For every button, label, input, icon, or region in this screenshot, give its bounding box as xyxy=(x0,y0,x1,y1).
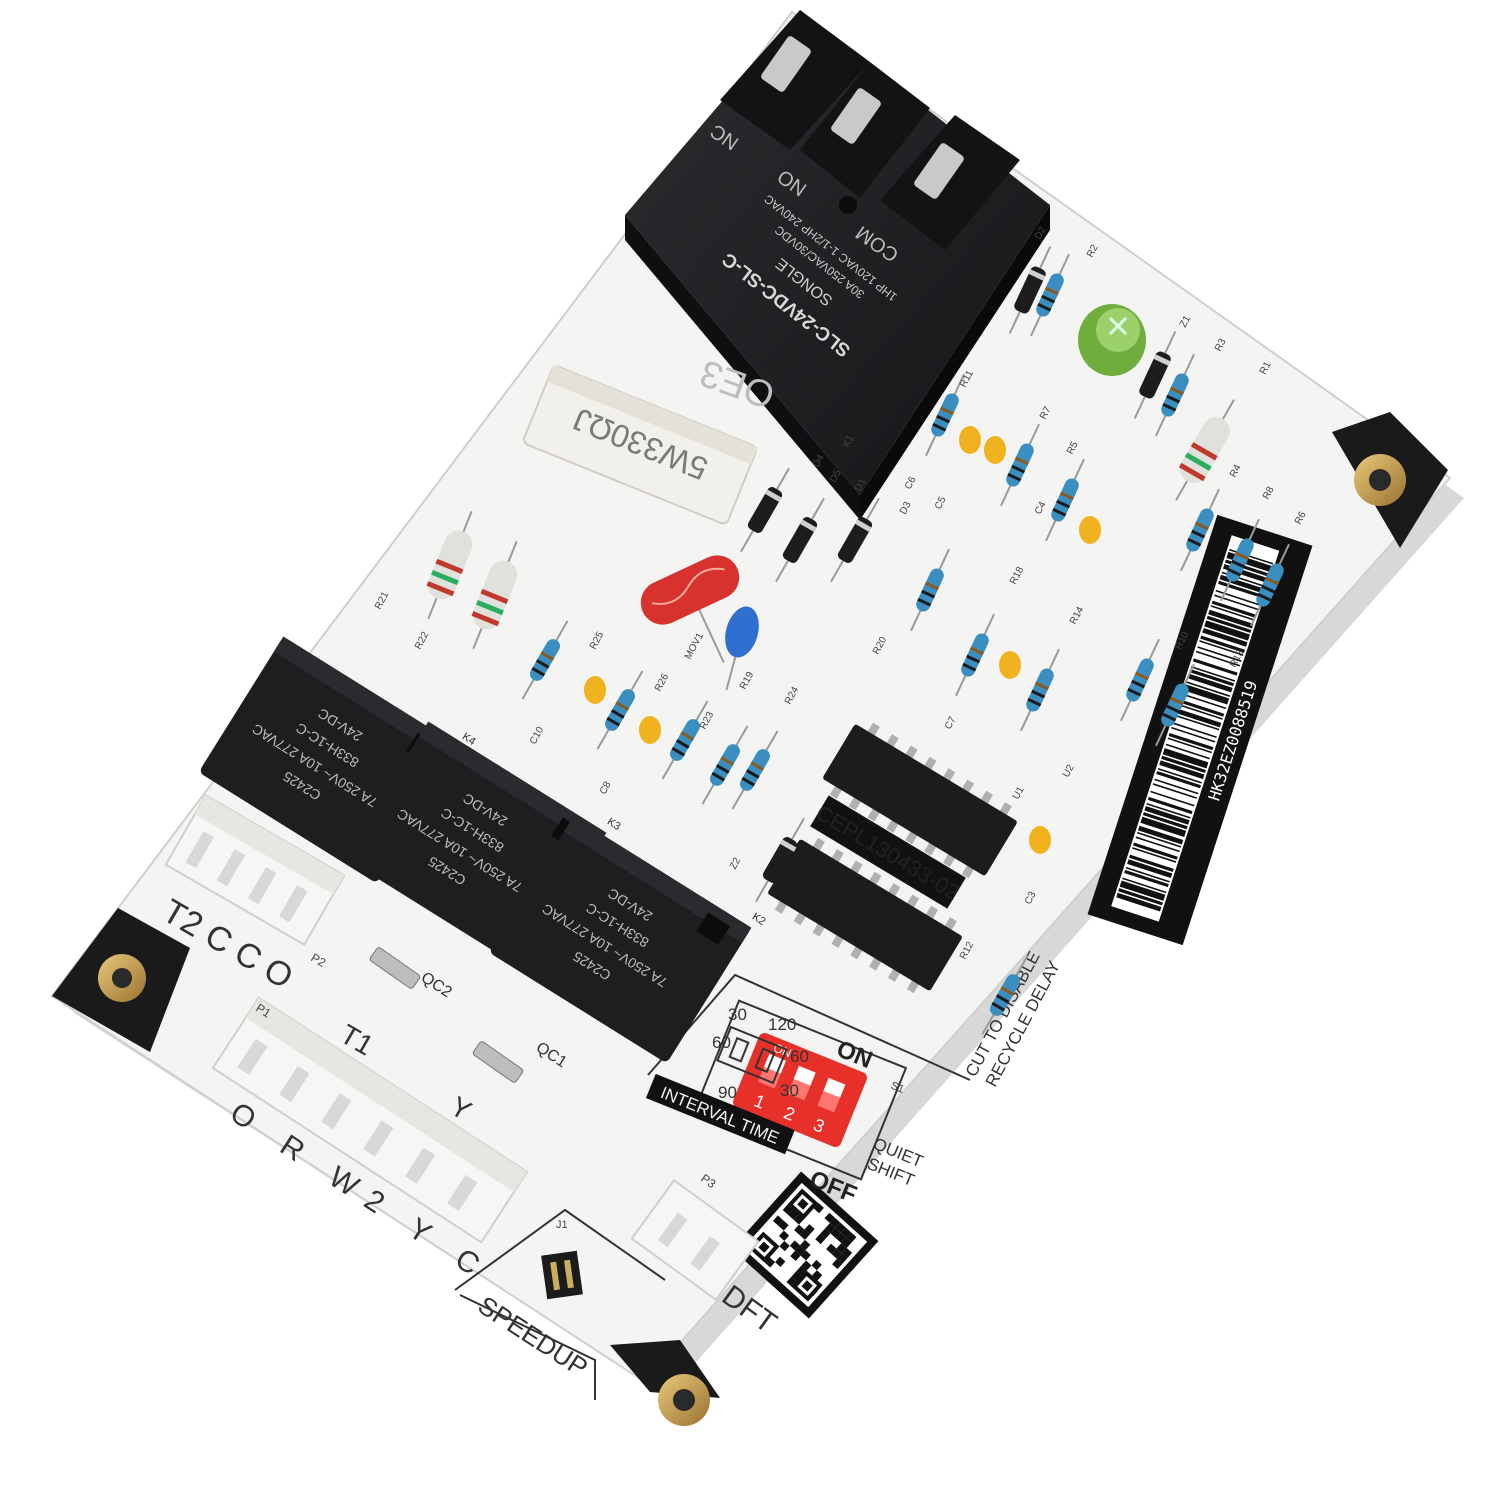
ref-designator: Z2 xyxy=(728,856,743,872)
resistor xyxy=(1180,488,1220,572)
interval-60a: 60 xyxy=(712,1033,731,1052)
ceramic-capacitor xyxy=(984,436,1006,464)
ref-designator: D5 xyxy=(828,468,844,485)
interval-90: 90 xyxy=(718,1083,737,1102)
resistor xyxy=(955,613,995,697)
ceramic-capacitor xyxy=(1079,516,1101,544)
resistor xyxy=(596,670,644,750)
diode xyxy=(830,497,880,583)
ceramic-capacitor xyxy=(584,676,606,704)
ref-designator: C6 xyxy=(903,475,919,492)
ceramic-capacitor xyxy=(959,426,981,454)
resistor xyxy=(1250,543,1290,627)
large-resistor xyxy=(426,510,473,620)
ref-designator: C3 xyxy=(1023,890,1039,907)
mount-hole-bottom xyxy=(610,1340,720,1426)
ic-u1 xyxy=(823,722,1017,879)
resistor xyxy=(731,730,779,810)
resistor xyxy=(1000,423,1040,507)
resistor xyxy=(910,548,950,632)
varistor-mov xyxy=(640,555,740,663)
interval-60b: 60 xyxy=(790,1047,809,1066)
ref-designator: Z1 xyxy=(1178,314,1193,330)
ref-designator: R6 xyxy=(1293,510,1309,527)
dip-ref: S1 xyxy=(889,1080,906,1096)
interval-block xyxy=(716,1025,788,1085)
ref-designator: D2 xyxy=(1033,225,1049,242)
ref-designator: R3 xyxy=(1213,337,1229,354)
ref-designator: R5 xyxy=(1065,440,1081,457)
ref-designator: C4 xyxy=(1033,500,1049,517)
film-capacitor xyxy=(725,606,759,691)
connector-p1 xyxy=(211,996,529,1244)
j1-ref: J1 xyxy=(556,1219,568,1231)
ref-designator: D3 xyxy=(898,500,914,517)
resistor xyxy=(1045,458,1085,542)
interval-120: 120 xyxy=(768,1015,796,1034)
resistor xyxy=(925,373,965,457)
diode xyxy=(1008,246,1052,334)
quick-connect-y xyxy=(472,1041,524,1083)
ref-designator: U1 xyxy=(1011,785,1027,802)
connector-p3 xyxy=(630,1178,760,1302)
interval-30a: 30 xyxy=(728,1005,747,1024)
qr-code xyxy=(731,1171,879,1319)
ic-u2 xyxy=(768,837,962,994)
interval-30b: 30 xyxy=(780,1081,799,1100)
diode xyxy=(1133,331,1177,419)
diode xyxy=(775,497,825,583)
ref-designator: R7 xyxy=(1038,405,1054,422)
mount-hole-left xyxy=(52,908,190,1052)
resistor xyxy=(1220,518,1260,602)
resistor xyxy=(701,725,749,805)
jumper-j1 xyxy=(541,1250,583,1300)
resistor xyxy=(1155,663,1195,747)
ref-designator: C5 xyxy=(933,495,949,512)
ref-designator: C7 xyxy=(943,715,959,732)
ref-designator: R8 xyxy=(1261,485,1277,502)
ceramic-capacitor xyxy=(1029,826,1051,854)
resistor xyxy=(521,620,569,700)
ceramic-capacitor xyxy=(999,651,1021,679)
resistor xyxy=(981,955,1029,1035)
ref-designator: U2 xyxy=(1061,763,1077,780)
resistor xyxy=(1030,253,1070,337)
main-relay: NC NO COM SLC-24VDC-SL-C SONGLE 30A 250V… xyxy=(625,10,1050,520)
resistor xyxy=(1120,638,1160,722)
large-resistor xyxy=(1175,399,1235,501)
ref-designator: D1 xyxy=(853,477,869,494)
p2-ref: P2 xyxy=(309,950,329,970)
ref-designator: K1 xyxy=(841,433,857,449)
resistor xyxy=(1155,353,1195,437)
resistor xyxy=(661,700,709,780)
large-resistor xyxy=(471,540,518,650)
barcode: HK32EZ0088519 xyxy=(1087,514,1313,946)
resistor xyxy=(1020,648,1060,732)
mount-hole-top-right xyxy=(1332,412,1448,548)
ref-designator: C8 xyxy=(598,780,614,797)
electrolytic-capacitor xyxy=(1078,304,1146,376)
ref-designator: R2 xyxy=(1085,243,1101,260)
quick-connect-t1 xyxy=(369,947,421,989)
ref-designator: R4 xyxy=(1228,463,1244,480)
diode xyxy=(755,817,805,903)
diode xyxy=(740,467,790,553)
connector-p2 xyxy=(164,793,346,947)
ref-designator: D4 xyxy=(811,453,827,470)
ref-designator: R1 xyxy=(1258,360,1274,377)
ceramic-capacitor xyxy=(639,716,661,744)
p1-ref: P1 xyxy=(253,1001,273,1021)
